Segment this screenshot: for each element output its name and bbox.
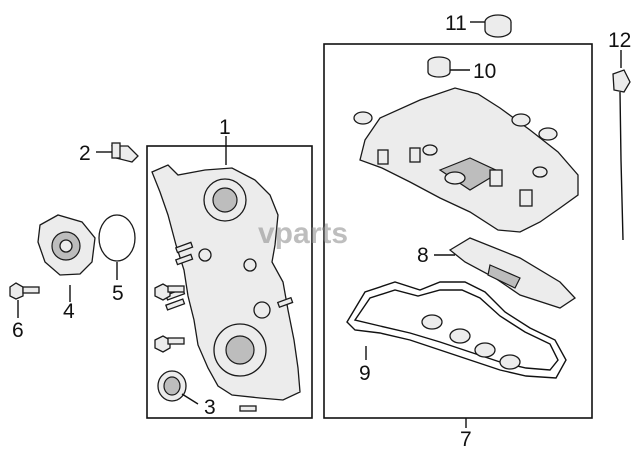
oil-cap-part [484,14,512,38]
vacuum-pump-part [37,214,96,276]
callout-10: 10 [473,60,496,83]
baffle-part [448,237,576,309]
front-seal-part [157,370,187,402]
timing-cover-bolts [154,241,294,412]
bolt-part [9,282,40,300]
callout-4: 4 [63,300,75,323]
callout-6: 6 [12,319,24,342]
valve-cover-part [359,87,579,233]
callout-12: 12 [608,29,631,52]
callout-3: 3 [204,396,216,419]
timing-cover-group-box [146,145,313,419]
callout-7: 7 [460,428,472,451]
o-ring-part [98,214,136,262]
sensor-part [111,142,139,163]
leader-lines [17,21,622,428]
callout-1: 1 [219,116,231,139]
valve-cover-plugs [353,111,558,141]
callout-11: 11 [445,12,467,35]
callout-8: 8 [417,244,429,267]
callout-2: 2 [79,142,91,165]
valve-cover-group-box [323,43,593,419]
watermark-text: vparts [258,217,348,250]
callout-9: 9 [359,362,371,385]
valve-cover-gasket-part [346,281,567,379]
timing-cover-part [151,164,301,401]
callout-5: 5 [112,282,124,305]
dipstick-part [612,69,631,241]
oil-filler-seal-part [427,56,451,78]
